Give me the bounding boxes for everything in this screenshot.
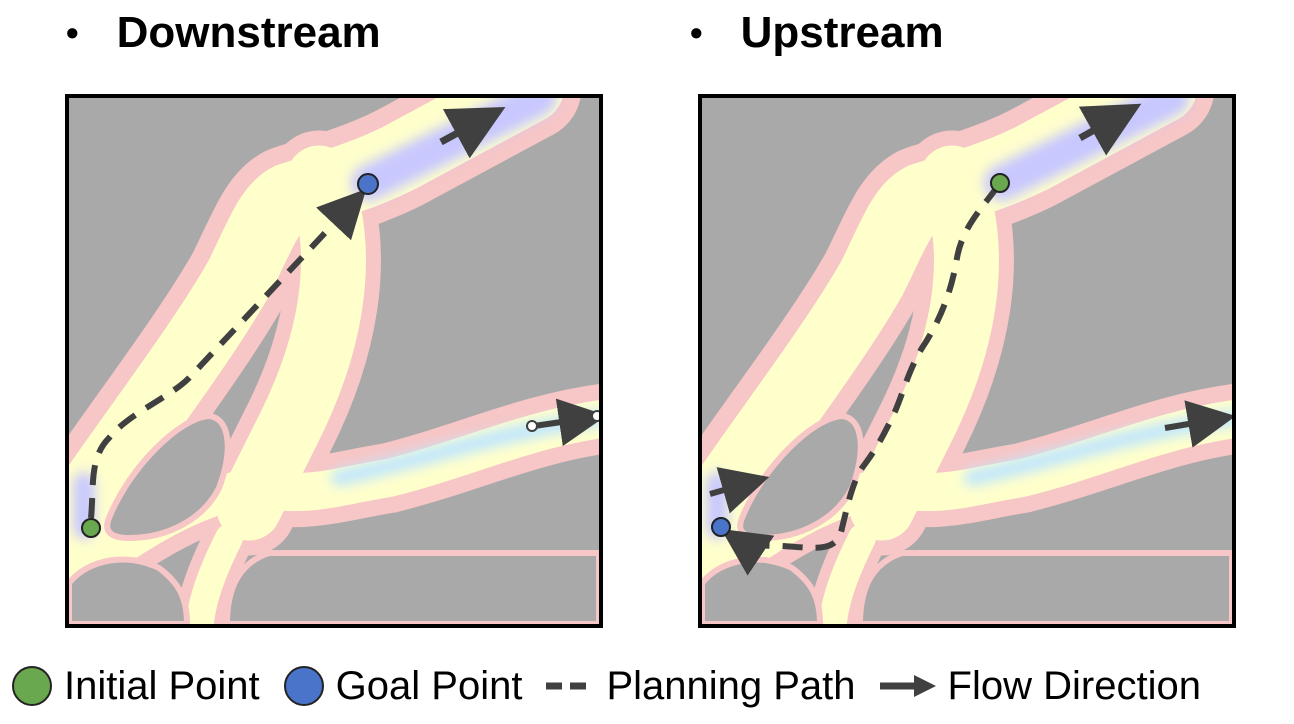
initial-point xyxy=(81,518,101,538)
goal-point xyxy=(357,173,379,195)
upstream-title: Upstream xyxy=(740,8,944,57)
downstream-map xyxy=(65,94,603,628)
legend-initial-point: Initial Point xyxy=(10,664,260,709)
flow-arrow xyxy=(439,106,506,159)
goal-point xyxy=(711,517,731,537)
initial-point xyxy=(990,173,1010,193)
land-bottom-left xyxy=(702,556,824,624)
arrow-end-marker xyxy=(591,410,599,422)
downstream-heading: • Downstream xyxy=(66,8,381,58)
flow-arrow xyxy=(1078,103,1142,156)
legend-goal-point-label: Goal Point xyxy=(335,663,523,708)
legend-planning-path-label: Planning Path xyxy=(606,663,856,708)
bullet-icon: • xyxy=(66,12,79,53)
legend-goal-point: Goal Point xyxy=(282,663,523,709)
planning-path xyxy=(88,188,367,519)
land-bottom-right xyxy=(223,550,599,624)
upstream-map-svg xyxy=(702,98,1232,624)
land-bottom-left xyxy=(69,556,191,624)
legend-initial-point-label: Initial Point xyxy=(64,663,260,708)
land-bottom-right xyxy=(856,550,1232,624)
flow-arrow xyxy=(533,398,599,447)
island xyxy=(104,412,231,542)
legend-flow-direction-label: Flow Direction xyxy=(947,663,1201,708)
arrow-start-marker xyxy=(526,420,538,432)
downstream-map-svg xyxy=(69,98,599,624)
flow-arrow xyxy=(709,467,770,514)
flow-arrow xyxy=(1164,400,1232,448)
blue-circle-icon xyxy=(283,666,324,706)
upstream-heading: • Upstream xyxy=(690,8,944,58)
legend-flow-direction: Flow Direction xyxy=(878,664,1201,709)
green-circle-icon xyxy=(12,666,52,706)
arrow-right-icon xyxy=(879,675,936,697)
upstream-map xyxy=(698,94,1236,628)
planning-path xyxy=(721,184,1001,576)
downstream-title: Downstream xyxy=(116,8,381,57)
legend: Initial Point Goal Point Planning Path F… xyxy=(10,656,1290,716)
legend-planning-path: Planning Path xyxy=(544,663,856,709)
dashed-line-icon xyxy=(546,682,595,690)
bullet-icon: • xyxy=(690,12,703,53)
